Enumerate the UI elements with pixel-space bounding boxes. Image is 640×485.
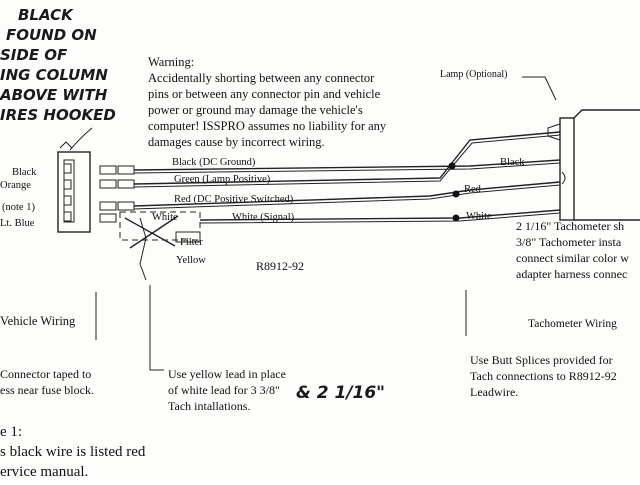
connector-label-black: Black bbox=[12, 167, 37, 178]
note1-line-1: e 1: bbox=[0, 424, 22, 440]
handwritten-line-3: SIDE OF bbox=[0, 46, 68, 64]
yellow-note-leader bbox=[149, 285, 164, 371]
handwritten-arrow bbox=[69, 127, 93, 151]
connector-insert bbox=[63, 159, 75, 223]
wire-labels: Black (DC Ground) Green (Lamp Positive) … bbox=[152, 157, 295, 266]
note-1: e 1: s black wire is listed red ervice m… bbox=[0, 424, 146, 480]
yellow-note-line-2: of white lead for 3 3/8" bbox=[168, 383, 280, 397]
plug-pairs bbox=[99, 165, 135, 223]
warning-line-2: pins or between any connector pin and ve… bbox=[148, 87, 381, 101]
wire-bundle bbox=[133, 131, 561, 224]
warning-line-5: damages cause by incorrect wiring. bbox=[148, 135, 325, 149]
connector-pin-3 bbox=[63, 195, 72, 206]
right-wire-labels: Black Red White bbox=[464, 157, 525, 222]
right-label-black: Black bbox=[500, 157, 525, 168]
wire-red-2 bbox=[133, 184, 561, 210]
note1-line-3: ervice manual. bbox=[0, 464, 88, 480]
butt-splice-note: Use Butt Splices provided for Tach conne… bbox=[470, 353, 617, 399]
warning-line-1: Accidentally shorting between any connec… bbox=[148, 71, 375, 85]
lamp-leader bbox=[522, 76, 557, 101]
wire-red bbox=[133, 181, 561, 207]
tachometer-body bbox=[547, 109, 640, 221]
tach-note-line-4: adapter harness connec bbox=[516, 267, 627, 281]
warning-title: Warning: bbox=[148, 55, 194, 69]
right-label-white: White bbox=[466, 211, 492, 222]
label-yellow: Yellow bbox=[176, 255, 206, 266]
filter-box bbox=[175, 231, 201, 243]
handwritten-line-4: ING COLUMN bbox=[0, 66, 108, 84]
connector-pin-4 bbox=[63, 211, 72, 222]
tach-lamp-socket bbox=[547, 123, 561, 141]
connector-pin-2 bbox=[63, 179, 72, 190]
wire-black-2 bbox=[133, 162, 561, 174]
splice-white bbox=[452, 214, 460, 222]
connector-tab bbox=[59, 141, 73, 149]
label-green-lamp: Green (Lamp Positive) bbox=[174, 174, 271, 185]
handwritten-line-1: BLACK bbox=[18, 6, 74, 24]
handwritten-note: BLACK FOUND ON SIDE OF ING COLUMN ABOVE … bbox=[0, 6, 116, 124]
section-title-tachometer: Tachometer Wiring bbox=[528, 318, 617, 330]
yellow-lead bbox=[139, 217, 147, 281]
connector-note-line-2: ess near fuse block. bbox=[0, 383, 94, 397]
tach-note-line-1: 2 1/16" Tachometer sh bbox=[516, 219, 624, 233]
splice-red bbox=[452, 190, 460, 198]
handwritten-line-2: FOUND ON bbox=[6, 26, 97, 44]
label-white-signal: White (Signal) bbox=[232, 212, 295, 223]
connector-pin-1 bbox=[63, 163, 72, 174]
connector-note: Connector taped to ess near fuse block. bbox=[0, 367, 94, 397]
connector-body bbox=[57, 151, 91, 233]
vehicle-connector bbox=[57, 141, 91, 233]
splice-black bbox=[448, 162, 456, 170]
label-filter: Filter bbox=[180, 237, 203, 248]
right-label-red: Red bbox=[464, 184, 482, 195]
connector-labels: Black Orange (note 1) Lt. Blue bbox=[0, 167, 37, 229]
wire-green-2 bbox=[133, 134, 561, 188]
wire-green bbox=[133, 131, 561, 185]
handwritten-line-6: IRES HOOKED bbox=[0, 106, 116, 124]
warning-line-3: power or ground may damage the vehicle's bbox=[148, 103, 363, 117]
yellow-note-line-1: Use yellow lead in place bbox=[168, 367, 286, 381]
part-number: R8912-92 bbox=[256, 259, 304, 273]
crossover-box bbox=[119, 211, 201, 241]
label-white-left: White bbox=[152, 212, 178, 223]
section-title-vehicle: Vehicle Wiring bbox=[0, 314, 76, 328]
wire-white-signal-2 bbox=[199, 212, 561, 224]
warning-block: Warning: Accidentally shorting between a… bbox=[148, 55, 387, 149]
butt-splice-line-3: Leadwire. bbox=[470, 385, 518, 399]
connector-note-line-1: Connector taped to bbox=[0, 367, 91, 381]
tach-flange bbox=[559, 117, 575, 221]
wire-black bbox=[133, 159, 561, 171]
connector-label-ltblue: Lt. Blue bbox=[0, 218, 35, 229]
tach-note-line-3: connect similar color w bbox=[516, 251, 629, 265]
butt-splice-line-2: Tach connections to R8912-92 bbox=[470, 369, 617, 383]
handwritten-fraction: & 2 1/16" bbox=[296, 383, 385, 403]
tach-top-edge bbox=[573, 109, 640, 119]
label-red-positive: Red (DC Positive Switched) bbox=[174, 194, 294, 205]
warning-line-4: computer! ISSPRO assumes no liability fo… bbox=[148, 119, 387, 133]
yellow-note-line-3: Tach intallations. bbox=[168, 399, 250, 413]
wire-white-signal bbox=[199, 209, 561, 221]
note1-line-2: s black wire is listed red bbox=[0, 444, 146, 460]
label-black-ground: Black (DC Ground) bbox=[172, 157, 256, 168]
tach-note: 2 1/16" Tachometer sh 3/8" Tachometer in… bbox=[516, 219, 629, 281]
tach-stud bbox=[561, 171, 566, 185]
crossed-white-wire bbox=[124, 215, 179, 249]
connector-label-orange: Orange bbox=[0, 180, 31, 191]
lamp-label: Lamp (Optional) bbox=[440, 69, 507, 80]
tach-note-line-2: 3/8" Tachometer insta bbox=[516, 235, 622, 249]
butt-splice-line-1: Use Butt Splices provided for bbox=[470, 353, 613, 367]
handwritten-line-5: ABOVE WITH bbox=[0, 86, 108, 104]
yellow-note: Use yellow lead in place of white lead f… bbox=[168, 367, 385, 413]
connector-label-note1: (note 1) bbox=[2, 202, 35, 213]
